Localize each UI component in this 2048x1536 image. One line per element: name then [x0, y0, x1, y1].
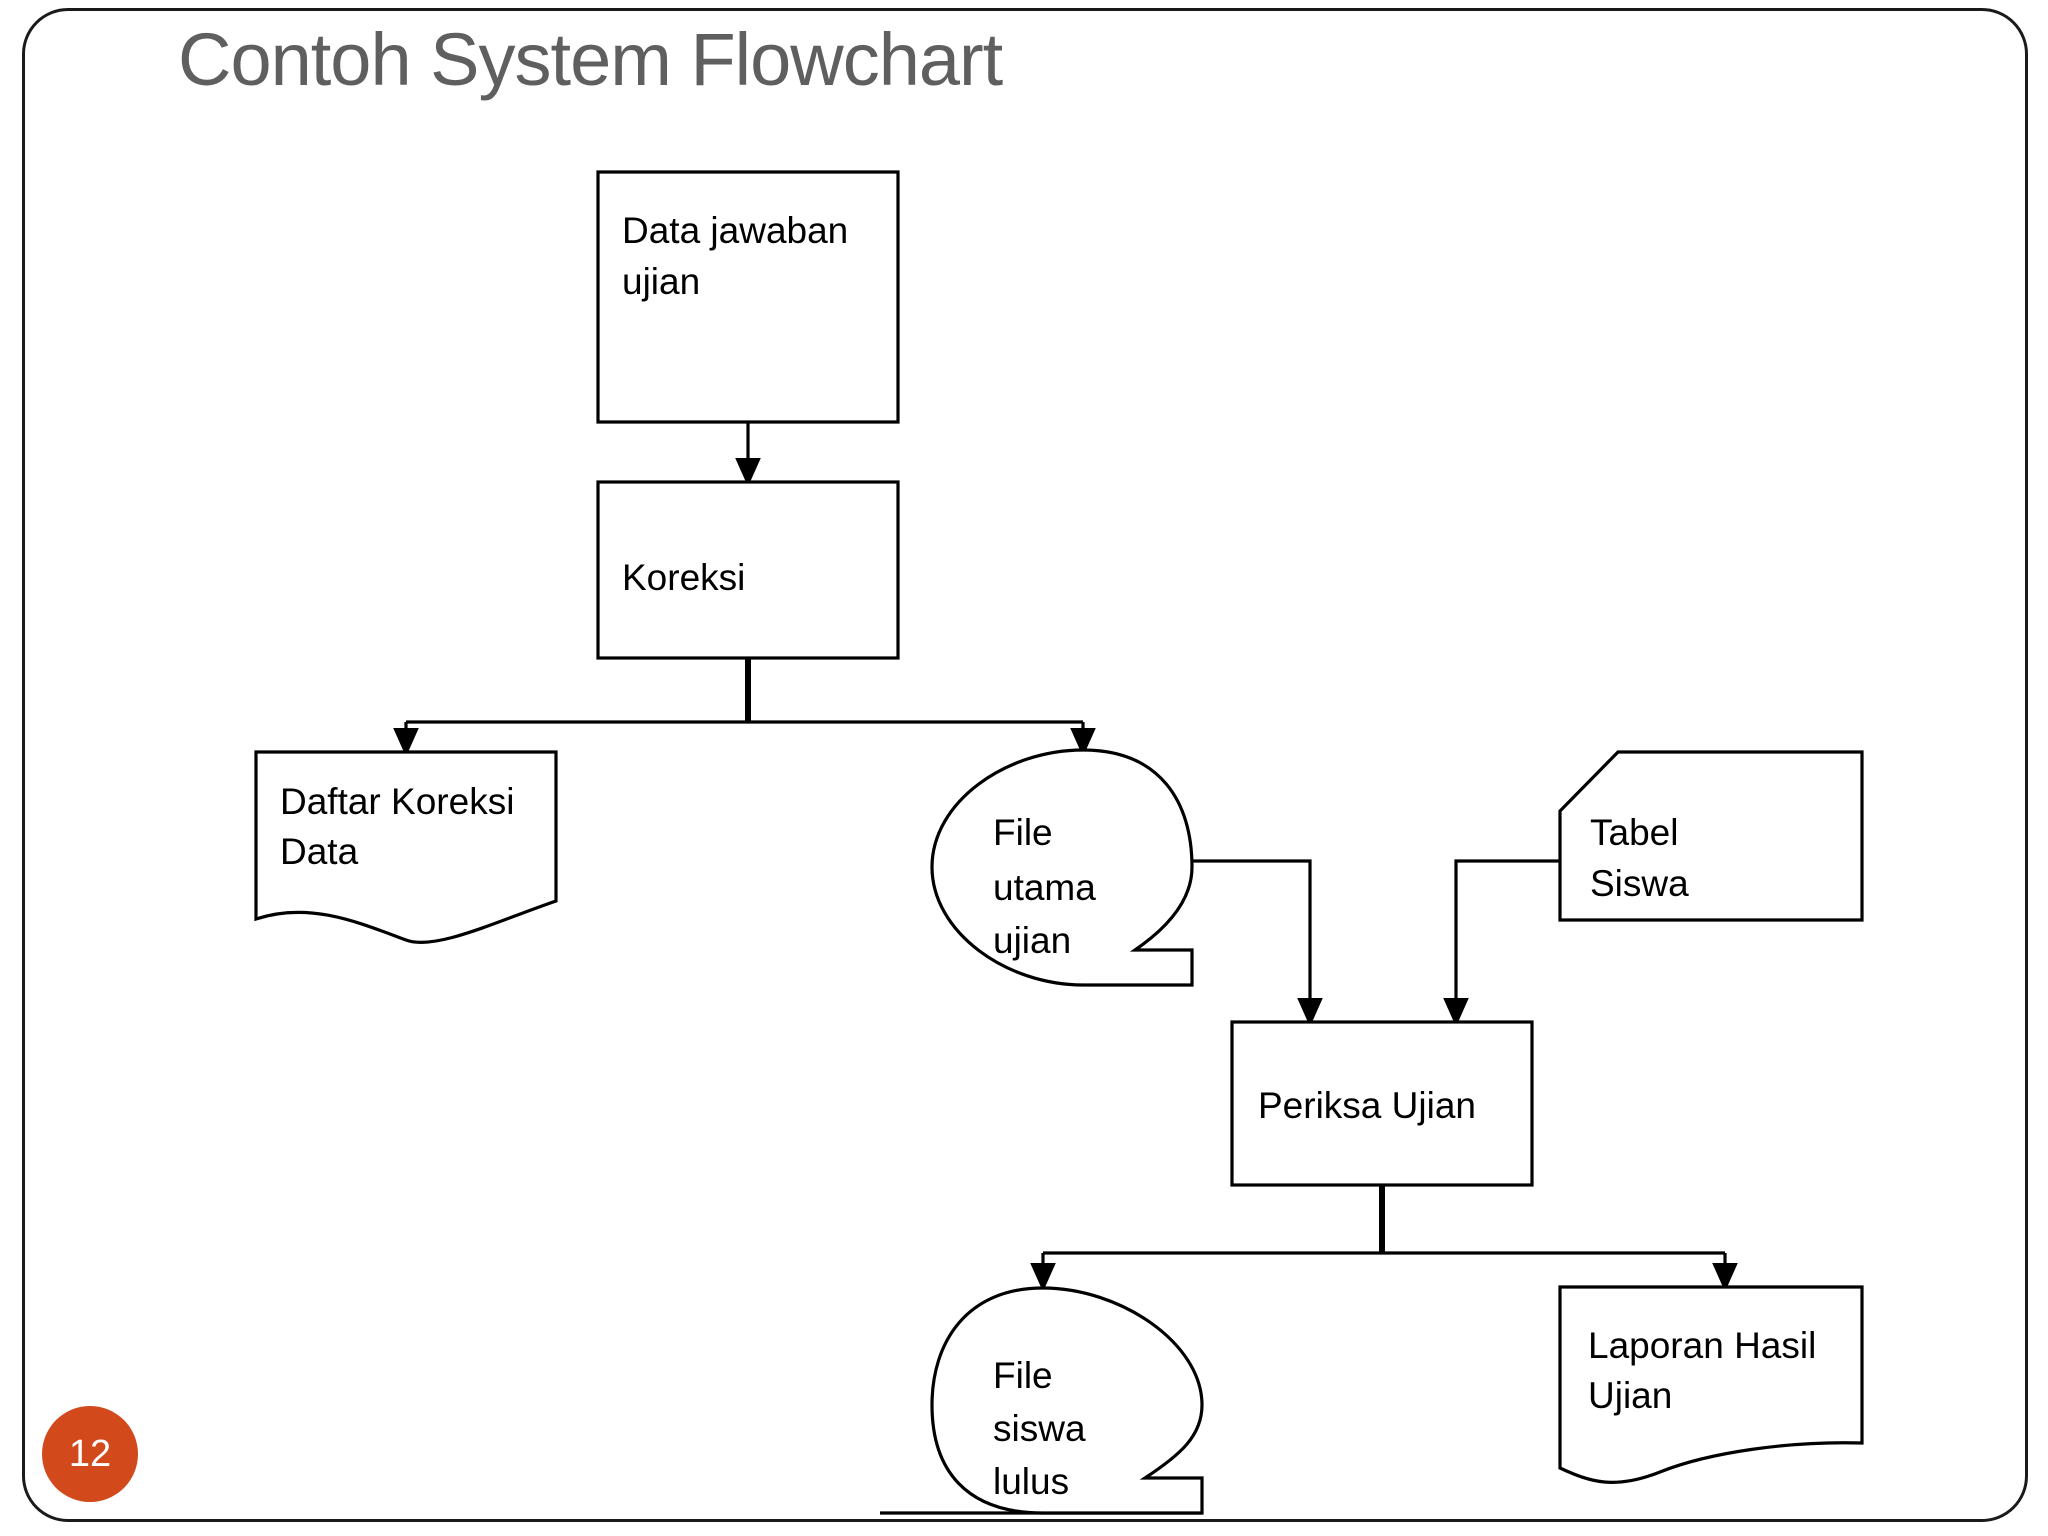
node-label-file-utama-ujian-line2: utama [993, 867, 1096, 908]
node-label-file-siswa-lulus-line1: File [993, 1355, 1053, 1396]
node-label-laporan-hasil-ujian-line2: Ujian [1588, 1375, 1672, 1416]
node-shape-tabel-siswa [1558, 750, 1864, 922]
node-label-tabel-siswa-line1: Tabel [1590, 812, 1678, 853]
node-label-tabel-siswa-line2: Siswa [1590, 863, 1689, 904]
node-label-data-jawaban-ujian-line1: Data jawaban [622, 210, 848, 251]
node-label-data-jawaban-ujian-line2: ujian [622, 261, 700, 302]
edge-tabel-siswa-to-periksa [1443, 859, 1560, 1027]
node-shape-koreksi [596, 480, 900, 660]
page-number-badge: 12 [42, 1406, 138, 1502]
node-shape-file-utama-ujian [930, 748, 1194, 987]
node-shape-file-siswa-lulus [930, 1286, 1204, 1515]
node-label-daftar-koreksi-data-line2: Data [280, 831, 359, 872]
node-label-file-utama-ujian-line1: File [993, 812, 1053, 853]
page-title: Contoh System Flowchart [178, 18, 1003, 101]
node-label-file-siswa-lulus-line3: lulus [993, 1461, 1069, 1502]
node-shape-laporan-hasil-ujian [1558, 1285, 1864, 1484]
edge-file-utama-to-periksa [1192, 859, 1323, 1027]
node-shape-data-jawaban-ujian [596, 170, 900, 424]
node-label-koreksi: Koreksi [622, 557, 745, 598]
node-shape-daftar-koreksi-data [254, 750, 558, 945]
node-label-file-utama-ujian-line3: ujian [993, 920, 1071, 961]
node-label-file-siswa-lulus-line2: siswa [993, 1408, 1086, 1449]
node-label-laporan-hasil-ujian-line1: Laporan Hasil [1588, 1325, 1816, 1366]
node-label-periksa-ujian: Periksa Ujian [1258, 1085, 1476, 1126]
node-label-daftar-koreksi-data-line1: Daftar Koreksi [280, 781, 514, 822]
node-shape-periksa-ujian [1230, 1020, 1534, 1187]
